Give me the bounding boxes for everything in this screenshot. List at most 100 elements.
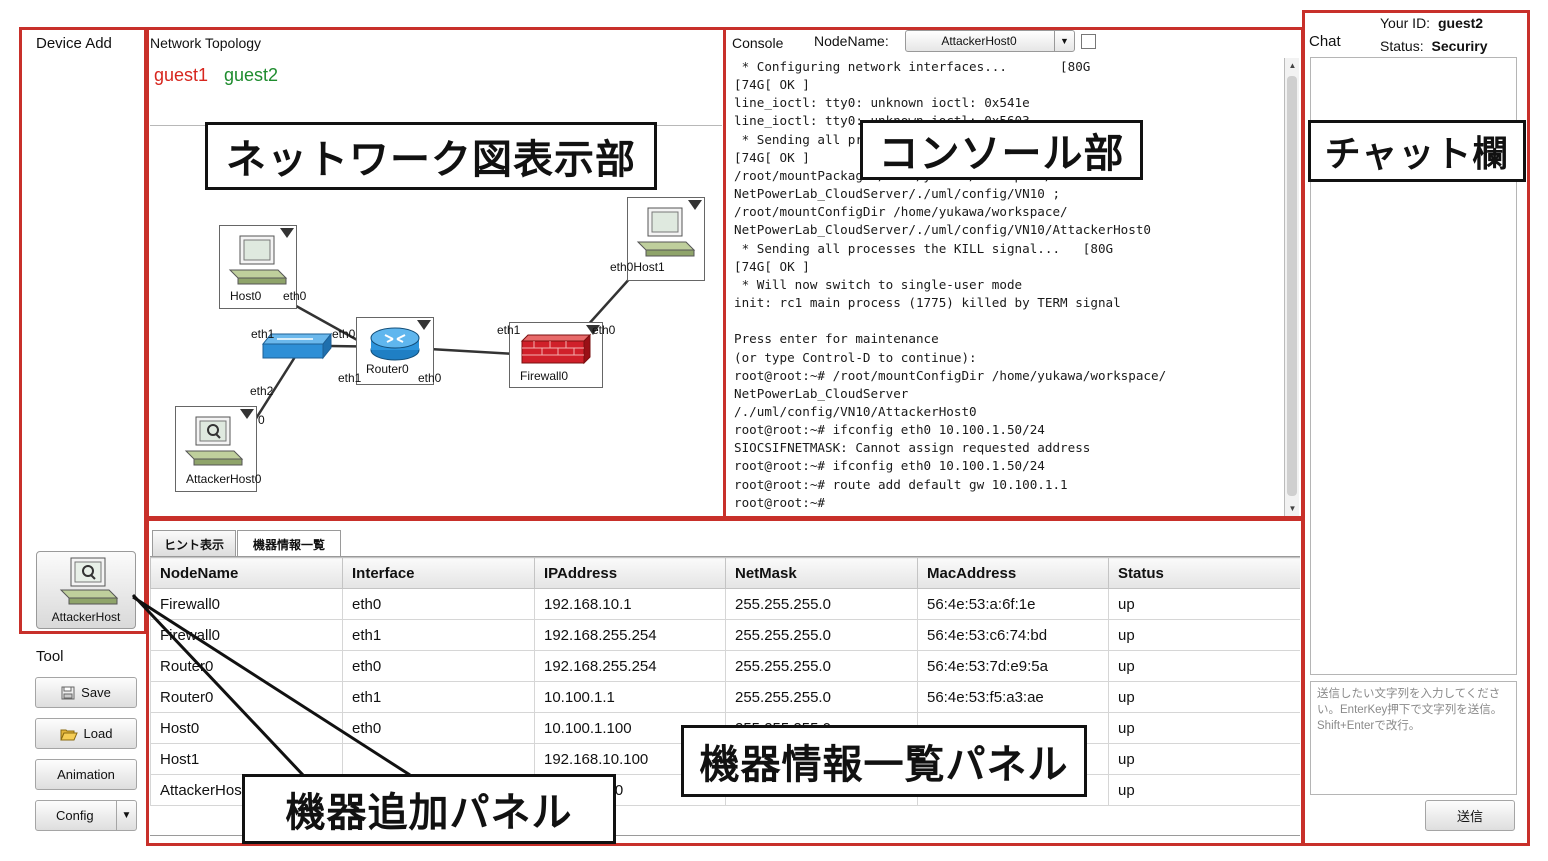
device-add-panel-frame	[19, 27, 147, 634]
node-name-value: AttackerHost0	[941, 34, 1017, 48]
device-add-attacker-host[interactable]: AttackerHost	[36, 551, 136, 629]
node-firewall0[interactable]	[509, 322, 603, 388]
port-label: 0	[258, 413, 265, 427]
scroll-down-icon[interactable]: ▼	[1288, 504, 1297, 513]
node-host0[interactable]	[219, 225, 297, 309]
port-label: eth0	[283, 289, 307, 303]
table-header-cell[interactable]: NodeName	[150, 557, 343, 589]
table-cell: Firewall0	[150, 588, 343, 620]
attacker-host-icon	[184, 416, 244, 466]
node-label-host0: Host0	[230, 289, 262, 303]
node-menu-icon[interactable]	[240, 409, 254, 419]
node-label-router0: Router0	[366, 362, 409, 376]
table-cell: 255.255.255.0	[725, 588, 918, 620]
callout-chat: チャット欄	[1308, 120, 1526, 182]
status-value: Securiry	[1431, 38, 1488, 54]
node-menu-icon[interactable]	[280, 228, 294, 238]
node-menu-icon[interactable]	[417, 320, 431, 330]
send-button[interactable]: 送信	[1425, 800, 1515, 831]
attacker-host-icon	[59, 557, 119, 605]
node-host1[interactable]	[627, 197, 705, 281]
tab-hint[interactable]: ヒント表示	[152, 530, 236, 557]
console-line: [74G[ OK ]	[734, 77, 810, 93]
table-cell: eth0	[342, 588, 535, 620]
user-guest2: guest2	[224, 65, 279, 85]
node-name-select[interactable]: AttackerHost0 ▼	[905, 30, 1075, 52]
console-line: /./uml/config/VN10/AttackerHost0	[734, 403, 977, 419]
scroll-up-icon[interactable]: ▲	[1288, 61, 1297, 70]
computer-icon	[636, 207, 696, 257]
callout-device-panel: 機器追加パネル	[242, 774, 616, 844]
table-header-cell[interactable]: MacAddress	[917, 557, 1109, 589]
console-line: root@root:~# ifconfig eth0 10.100.1.50/2…	[734, 458, 1045, 474]
animation-label: Animation	[57, 767, 115, 782]
node-menu-icon[interactable]	[586, 325, 600, 335]
console-line: * Configuring network interfaces... [80G	[734, 59, 1091, 74]
tab-device-list[interactable]: 機器情報一覧	[237, 530, 341, 558]
node-label-firewall0: Firewall0	[520, 369, 569, 383]
device-add-title: Device Add	[36, 35, 112, 52]
port-label: eth0	[592, 323, 616, 337]
chat-panel-frame	[1302, 10, 1530, 846]
table-cell: up	[1108, 712, 1300, 744]
scroll-thumb[interactable]	[1287, 76, 1297, 496]
table-cell: 192.168.10.1	[534, 588, 726, 620]
chat-input[interactable]: 送信したい文字列を入力してください。EnterKey押下で文字列を送信。Shif…	[1310, 681, 1517, 795]
table-header-cell[interactable]: Interface	[342, 557, 535, 589]
save-button[interactable]: Save	[35, 677, 137, 708]
table-cell: Host1	[150, 743, 343, 775]
load-label: Load	[83, 726, 113, 741]
node-label-attacker-host0: AttackerHost0	[186, 472, 262, 486]
table-cell: up	[1108, 619, 1300, 651]
console-line: * Will now switch to single-user mode	[734, 276, 1023, 292]
console-checkbox[interactable]	[1081, 34, 1096, 49]
callout-info-panel: 機器情報一覧パネル	[681, 725, 1087, 797]
console-line: NetPowerLab_CloudServer	[734, 385, 909, 401]
config-button[interactable]: Config ▼	[35, 800, 137, 831]
console-line: /root/mountConfigDir /home/yukawa/worksp…	[734, 204, 1068, 220]
table-row[interactable]: Firewall0eth1192.168.255.254255.255.255.…	[150, 619, 1300, 651]
table-cell: up	[1108, 774, 1300, 806]
console-output[interactable]: * Configuring network interfaces... [80G…	[734, 58, 1282, 516]
animation-button[interactable]: Animation	[35, 759, 137, 790]
status-label: Status:	[1380, 38, 1424, 54]
console-line: init: rc1 main process (1775) killed by …	[734, 295, 1121, 311]
node-attacker-host0[interactable]	[175, 406, 257, 492]
console-line: root@root:~# route add default gw 10.100…	[734, 476, 1068, 492]
table-cell: 192.168.255.254	[534, 650, 726, 682]
user-status: Status: Securiry	[1380, 38, 1488, 54]
port-label: eth0	[332, 327, 356, 341]
switch-icon[interactable]	[261, 330, 333, 362]
table-header-cell[interactable]: NetMask	[725, 557, 918, 589]
save-label: Save	[81, 685, 111, 700]
user-guest1: guest1	[154, 65, 209, 85]
node-router0[interactable]	[356, 317, 434, 385]
node-menu-icon[interactable]	[688, 200, 702, 210]
console-line: * Sending all processes the KILL signal.…	[734, 240, 1114, 256]
chevron-down-icon[interactable]: ▼	[116, 801, 136, 830]
table-cell: eth1	[342, 619, 535, 651]
load-button[interactable]: Load	[35, 718, 137, 749]
router-icon	[370, 327, 420, 361]
console-title: Console	[732, 35, 784, 51]
node-label-host1: eth0Host1	[610, 260, 665, 274]
callout-console: コンソール部	[860, 120, 1143, 180]
table-header-cell[interactable]: IPAddress	[534, 557, 726, 589]
port-label: eth1	[338, 371, 362, 385]
console-line: line_ioctl: tty0: unknown ioctl: 0x541e	[734, 95, 1030, 111]
console-scrollbar[interactable]: ▲ ▼	[1284, 58, 1299, 516]
console-line: [74G[ OK ]	[734, 258, 810, 274]
table-cell: 255.255.255.0	[725, 650, 918, 682]
table-cell: 56:4e:53:c6:74:bd	[917, 619, 1109, 651]
console-line: NetPowerLab_CloudServer/./uml/config/VN1…	[734, 186, 1061, 202]
table-cell: 10.100.1.1	[534, 681, 726, 713]
node-name-label: NodeName:	[814, 33, 889, 49]
table-cell: up	[1108, 681, 1300, 713]
console-line: NetPowerLab_CloudServer/./uml/config/VN1…	[734, 222, 1152, 238]
console-line: [74G[ OK ]	[734, 149, 810, 165]
table-cell: 192.168.255.254	[534, 619, 726, 651]
